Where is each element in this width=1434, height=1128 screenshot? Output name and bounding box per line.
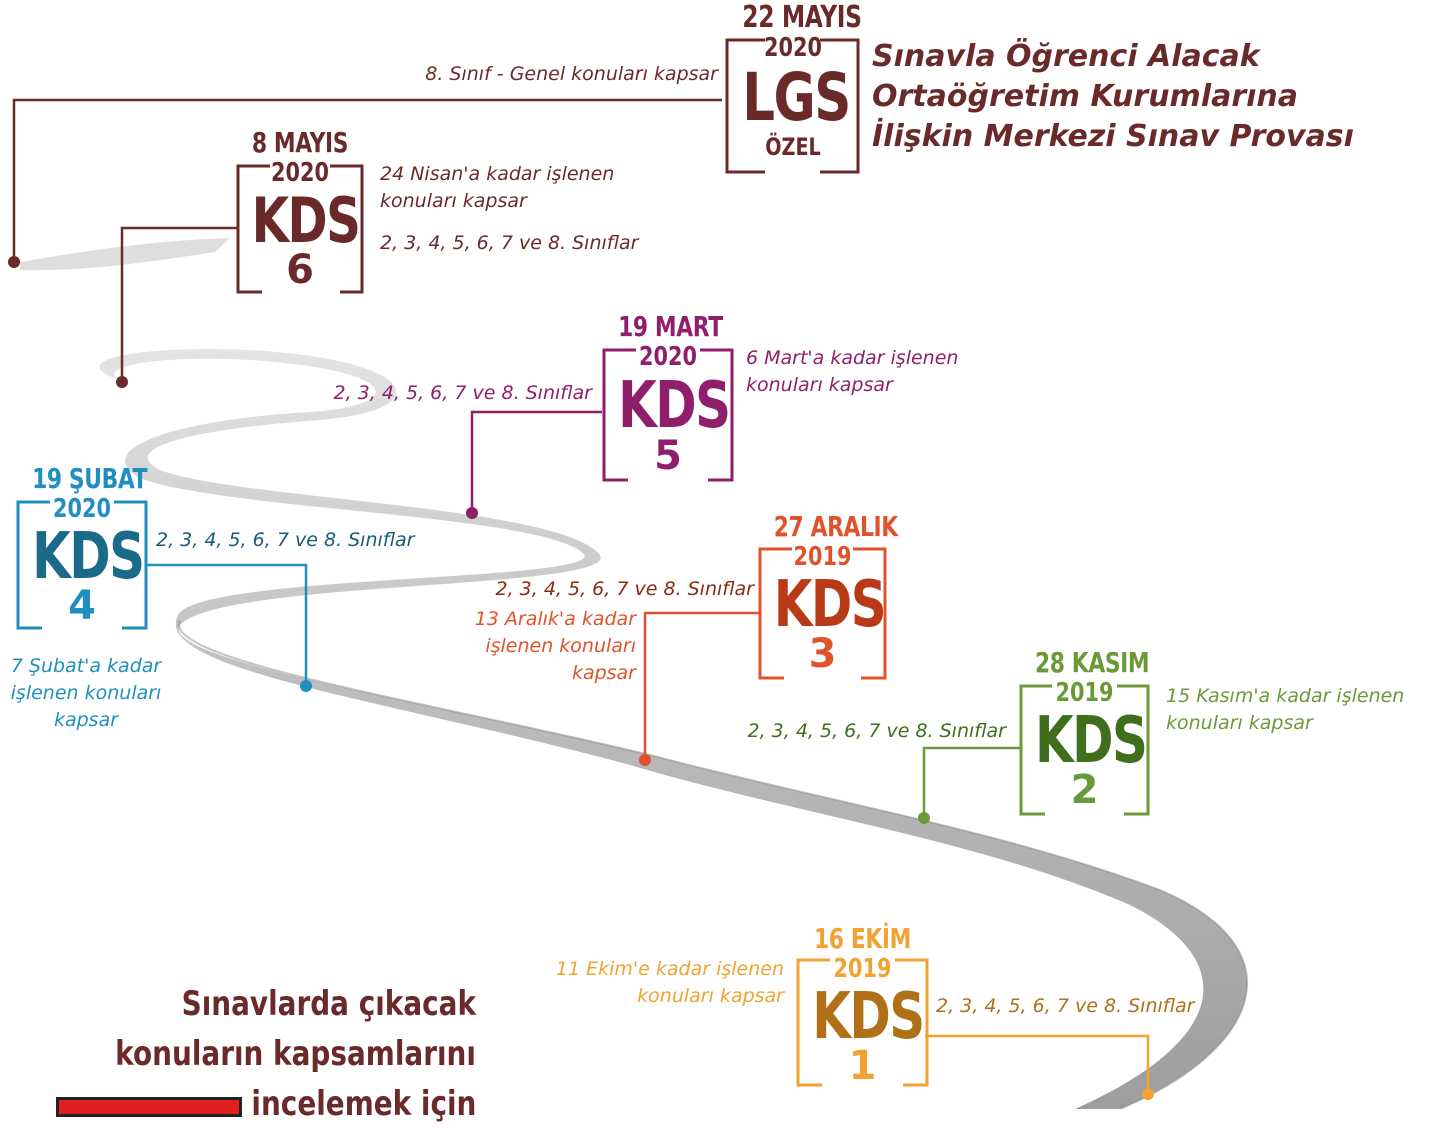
kds4-block: 19 ŞUBAT 2020 KDS 4 bbox=[18, 462, 148, 629]
kds2-note-2: konuları kapsar bbox=[1166, 712, 1313, 734]
kds4-year: 2020 bbox=[53, 494, 111, 524]
kds6-year: 2020 bbox=[271, 158, 329, 188]
kds3-date: 27 ARALIK bbox=[773, 510, 898, 543]
kds1-grades: 2, 3, 4, 5, 6, 7 ve 8. Sınıflar bbox=[936, 995, 1195, 1017]
kds4-code: KDS bbox=[32, 520, 145, 594]
lgs-connector bbox=[12, 98, 722, 262]
kds4-date: 19 ŞUBAT bbox=[32, 462, 148, 495]
kds1-code: KDS bbox=[812, 980, 925, 1054]
kds1-note-2: konuları kapsar bbox=[637, 985, 784, 1007]
red-box bbox=[56, 1097, 242, 1117]
kds2-block: 28 KASIM 2019 KDS 2 bbox=[1021, 646, 1150, 813]
kds5-note-1: 6 Mart'a kadar işlenen bbox=[746, 347, 959, 369]
kds1-num: 1 bbox=[848, 1043, 877, 1089]
kds3-connector bbox=[643, 611, 760, 760]
kds1-dot bbox=[1142, 1088, 1154, 1100]
lgs-headline-2: Ortaöğretim Kurumlarına bbox=[872, 79, 1299, 114]
lgs-headline-3: İlişkin Merkezi Sınav Provası bbox=[872, 119, 1354, 154]
kds3-grades: 2, 3, 4, 5, 6, 7 ve 8. Sınıflar bbox=[495, 578, 755, 600]
kds6-note-2: konuları kapsar bbox=[380, 190, 527, 212]
kds6-dot bbox=[116, 376, 128, 388]
kds6-grades: 2, 3, 4, 5, 6, 7 ve 8. Sınıflar bbox=[380, 232, 639, 254]
kds4-dot bbox=[300, 680, 312, 692]
kds5-bracket bbox=[602, 348, 734, 482]
kds6-date: 8 MAYIS bbox=[251, 126, 349, 159]
kds3-dot bbox=[639, 754, 651, 766]
lgs-sub: ÖZEL bbox=[765, 133, 821, 161]
lgs-date: 22 MAYIS bbox=[742, 0, 862, 35]
kds6-note-1: 24 Nisan'a kadar işlenen bbox=[380, 163, 615, 185]
kds3-note-2: işlenen konuları bbox=[485, 635, 636, 657]
kds5-code: KDS bbox=[618, 369, 731, 443]
kds5-dot bbox=[466, 507, 478, 519]
kds3-num: 3 bbox=[808, 631, 837, 677]
kds4-note-3: kapsar bbox=[53, 709, 119, 731]
kds2-year: 2019 bbox=[1055, 678, 1114, 708]
lgs-dot bbox=[8, 256, 20, 268]
kds5-num: 5 bbox=[654, 433, 682, 479]
lgs-bracket bbox=[725, 38, 860, 174]
kds1-bracket bbox=[796, 958, 929, 1087]
kds4-bracket bbox=[16, 500, 148, 630]
kds3-code: KDS bbox=[773, 568, 887, 642]
kds3-note-1: 13 Aralık'a kadar bbox=[474, 608, 636, 630]
kds2-dot bbox=[918, 812, 930, 824]
kds1-block: 16 EKİM 2019 KDS 1 bbox=[798, 922, 927, 1089]
kds4-grades: 2, 3, 4, 5, 6, 7 ve 8. Sınıflar bbox=[156, 529, 415, 551]
road-path bbox=[20, 238, 230, 271]
kds2-date: 28 KASIM bbox=[1034, 646, 1150, 679]
lgs-year: 2020 bbox=[764, 33, 822, 63]
bottom-caption-3: incelemek için bbox=[250, 1084, 476, 1124]
kds5-grades: 2, 3, 4, 5, 6, 7 ve 8. Sınıflar bbox=[333, 382, 593, 404]
kds2-bracket bbox=[1019, 684, 1150, 816]
kds5-year: 2020 bbox=[639, 342, 697, 372]
kds6-connector bbox=[120, 226, 237, 382]
kds4-num: 4 bbox=[68, 583, 96, 629]
kds3-year: 2019 bbox=[793, 542, 852, 572]
kds6-code: KDS bbox=[251, 184, 361, 257]
kds4-note-2: işlenen konuları bbox=[10, 682, 162, 704]
kds4-connector bbox=[147, 563, 308, 686]
kds1-note-1: 11 Ekim'e kadar işlenen bbox=[555, 958, 784, 980]
kds1-date: 16 EKİM bbox=[814, 922, 911, 955]
kds5-note-2: konuları kapsar bbox=[746, 374, 893, 396]
kds2-num: 2 bbox=[1070, 767, 1099, 813]
kds5-connector bbox=[470, 410, 602, 513]
bottom-caption-1: Sınavlarda çıkacak bbox=[181, 984, 476, 1024]
kds3-block: 27 ARALIK 2019 KDS 3 bbox=[760, 510, 898, 677]
lgs-headline-1: Sınavla Öğrenci Alacak bbox=[872, 39, 1260, 74]
kds5-block: 19 MART 2020 KDS 5 bbox=[604, 310, 732, 479]
lgs-code: LGS bbox=[742, 59, 851, 136]
kds2-note-1: 15 Kasım'a kadar işlenen bbox=[1166, 685, 1405, 707]
kds6-bracket bbox=[236, 164, 364, 294]
kds4-note-1: 7 Şubat'a kadar bbox=[10, 655, 162, 677]
kds6-num: 6 bbox=[286, 247, 314, 293]
kds1-year: 2019 bbox=[833, 954, 892, 984]
kds2-grades: 2, 3, 4, 5, 6, 7 ve 8. Sınıflar bbox=[747, 720, 1007, 742]
kds2-code: KDS bbox=[1034, 704, 1148, 778]
kds2-connector bbox=[922, 746, 1020, 818]
kds3-bracket bbox=[758, 547, 887, 680]
kds6-block: 8 MAYIS 2020 KDS 6 bbox=[238, 126, 362, 293]
bottom-caption-2: konuların kapsamlarını bbox=[115, 1034, 476, 1074]
lgs-block: 22 MAYIS 2020 LGS ÖZEL bbox=[728, 0, 862, 161]
kds1-connector bbox=[925, 1034, 1150, 1092]
kds5-date: 19 MART bbox=[618, 310, 723, 343]
kds3-note-3: kapsar bbox=[571, 662, 636, 684]
lgs-note: 8. Sınıf - Genel konuları kapsar bbox=[425, 63, 718, 85]
